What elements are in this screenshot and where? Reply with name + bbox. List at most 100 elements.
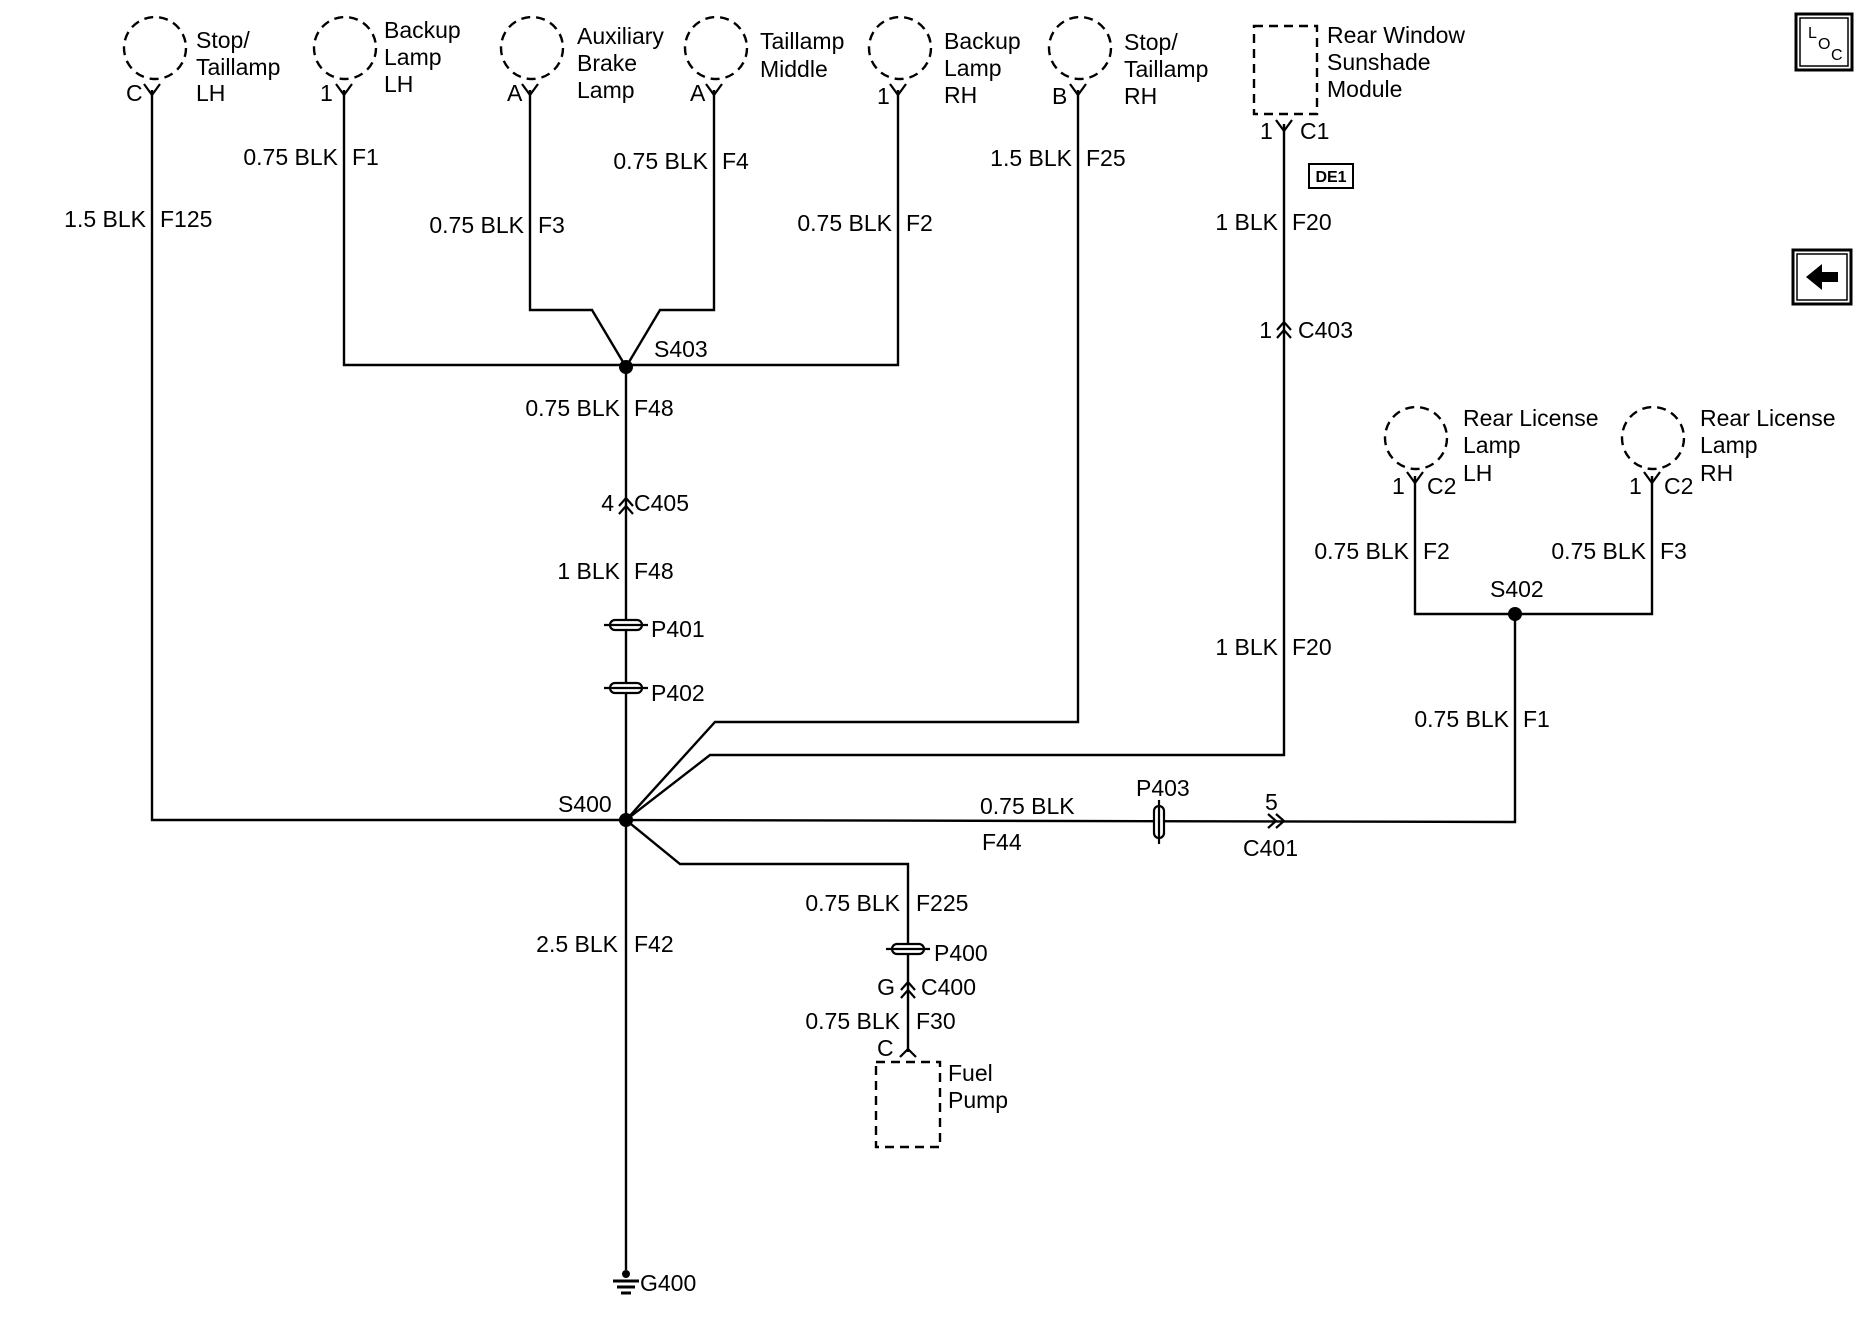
wire-f20-lower-circuit: F20 [1292, 634, 1332, 660]
wire-license-f3-gauge: 0.75 BLK [1551, 538, 1646, 564]
location-icon-c: C [1831, 47, 1843, 64]
fuel-pump-box [874, 1060, 942, 1149]
terminal-fuel-pump [899, 1047, 917, 1058]
fuel-pump-label-2: Pump [948, 1087, 1008, 1113]
wire-f3-gauge: 0.75 BLK [429, 212, 524, 238]
backup-lamp-rh-label-2: Lamp [944, 55, 1002, 81]
taillamp-middle-pin: A [690, 80, 706, 106]
terminal-backup-lamp-lh [335, 83, 353, 97]
backup-lamp-rh-pin: 1 [877, 83, 890, 109]
wire-f48-lower-gauge: 1 BLK [557, 558, 620, 584]
wire-f4-circuit: F4 [722, 148, 749, 174]
stop-taillamp-rh-label-2: Taillamp [1124, 56, 1208, 82]
aux-brake-lamp-bulb [499, 15, 565, 81]
connector-p402-symbol [604, 681, 648, 695]
wire-f20-lower-gauge: 1 BLK [1215, 634, 1278, 660]
taillamp-middle-bulb [683, 15, 749, 81]
wire-f125 [150, 90, 626, 822]
wire-f30-circuit: F30 [916, 1008, 956, 1034]
wire-f225-gauge: 0.75 BLK [805, 890, 900, 916]
stop-taillamp-rh-label-1: Stop/ [1124, 29, 1178, 55]
connector-c400-name: C400 [921, 974, 976, 1000]
wire-f1-gauge: 0.75 BLK [243, 144, 338, 170]
terminal-stop-taillamp-rh [1069, 83, 1087, 97]
wire-f44-gauge: 0.75 BLK [980, 793, 1075, 819]
wire-f48-upper-gauge: 0.75 BLK [525, 395, 620, 421]
wire-f4-gauge: 0.75 BLK [613, 148, 708, 174]
connector-p403-name: P403 [1136, 775, 1190, 801]
back-button[interactable] [1791, 248, 1853, 306]
wire-f225 [625, 819, 910, 1052]
stop-taillamp-rh-pin: B [1052, 83, 1067, 109]
wire-f48-lower-circuit: F48 [634, 558, 674, 584]
wire-f125-circuit: F125 [160, 206, 212, 232]
connector-p400-symbol [886, 942, 930, 956]
splice-s403-label: S403 [654, 336, 708, 362]
location-button[interactable]: L O C [1794, 12, 1854, 72]
wire-license-f2-gauge: 0.75 BLK [1314, 538, 1409, 564]
aux-brake-lamp-label-3: Lamp [577, 77, 635, 103]
wire-f25-gauge: 1.5 BLK [990, 145, 1072, 171]
connector-c401-symbol [1267, 813, 1286, 829]
wire-f48-upper-circuit: F48 [634, 395, 674, 421]
sunshade-module-label-1: Rear Window [1327, 22, 1465, 48]
aux-brake-lamp-label-1: Auxiliary [577, 23, 664, 49]
connector-p403-symbol [1152, 800, 1166, 844]
wire-license-f3-circuit: F3 [1660, 538, 1687, 564]
splice-s402-dot [1508, 607, 1522, 621]
connector-c403-pin: 1 [1259, 317, 1272, 343]
terminal-sunshade-module [1275, 119, 1293, 133]
aux-brake-lamp-pin: A [507, 80, 523, 106]
connector-c400-pin: G [877, 974, 895, 1000]
connector-c401-pin: 5 [1265, 789, 1278, 815]
wire-f30-gauge: 0.75 BLK [805, 1008, 900, 1034]
wire-labels: 1.5 BLK F125 0.75 BLK F1 0.75 BLK F3 0.7… [64, 144, 1687, 1034]
wire-f44-circuit: F44 [982, 829, 1022, 855]
terminal-stop-taillamp-lh [143, 83, 161, 97]
location-icon-l: L [1808, 25, 1817, 42]
license-lamp-rh-label-1: Rear License [1700, 405, 1836, 431]
sunshade-module-label-2: Sunshade [1327, 49, 1431, 75]
stop-taillamp-rh-label-3: RH [1124, 83, 1157, 109]
backup-lamp-lh-label-1: Backup [384, 17, 461, 43]
license-lamp-rh-connector: C2 [1664, 473, 1693, 499]
stop-taillamp-lh-bulb [122, 15, 188, 81]
stop-taillamp-lh-pin: C [126, 80, 143, 106]
wire-f20-upper-circuit: F20 [1292, 209, 1332, 235]
sunshade-module-tag: DE1 [1308, 163, 1354, 189]
wire-license-f1-gauge: 0.75 BLK [1414, 706, 1509, 732]
wire-f125-gauge: 1.5 BLK [64, 206, 146, 232]
pin-terminals [143, 83, 1661, 1058]
wire-f3-circuit: F3 [538, 212, 565, 238]
connector-labels: 1 C403 4 C405 5 C401 G C400 P401 P402 P4… [558, 317, 1544, 1296]
taillamp-middle-label-2: Middle [760, 56, 828, 82]
wire-license-f2-circuit: F2 [1423, 538, 1450, 564]
wire-f20-upper-gauge: 1 BLK [1215, 209, 1278, 235]
license-lamp-rh-bulb [1620, 405, 1686, 471]
terminal-license-lamp-rh [1643, 471, 1661, 485]
wire-license-f1-circuit: F1 [1523, 706, 1550, 732]
left-arrow-icon [1806, 264, 1838, 290]
wire-f20 [625, 124, 1286, 821]
terminal-aux-brake-lamp [521, 83, 539, 97]
backup-lamp-lh-label-2: Lamp [384, 44, 442, 70]
connector-c405-pin: 4 [601, 490, 614, 516]
stop-taillamp-lh-label-2: Taillamp [196, 54, 280, 80]
connector-p402-name: P402 [651, 680, 705, 706]
terminal-license-lamp-lh [1406, 471, 1424, 485]
connector-c405-name: C405 [634, 490, 689, 516]
fuel-pump-label-1: Fuel [948, 1060, 993, 1086]
wire-license-f2-f3 [1413, 476, 1654, 616]
aux-brake-lamp-label-2: Brake [577, 50, 637, 76]
connector-p400-name: P400 [934, 940, 988, 966]
wire-f42-circuit: F42 [634, 931, 674, 957]
license-lamp-lh-bulb [1383, 405, 1449, 471]
wire-f25-circuit: F25 [1086, 145, 1126, 171]
component-labels: Stop/ Taillamp LH C Backup Lamp LH 1 Aux… [126, 17, 1836, 1113]
license-lamp-lh-label-3: LH [1463, 460, 1492, 486]
terminal-backup-lamp-rh [889, 83, 907, 97]
ground-g400-symbol [613, 1270, 639, 1295]
license-lamp-lh-label-2: Lamp [1463, 432, 1521, 458]
connector-c400-symbol [900, 980, 916, 999]
